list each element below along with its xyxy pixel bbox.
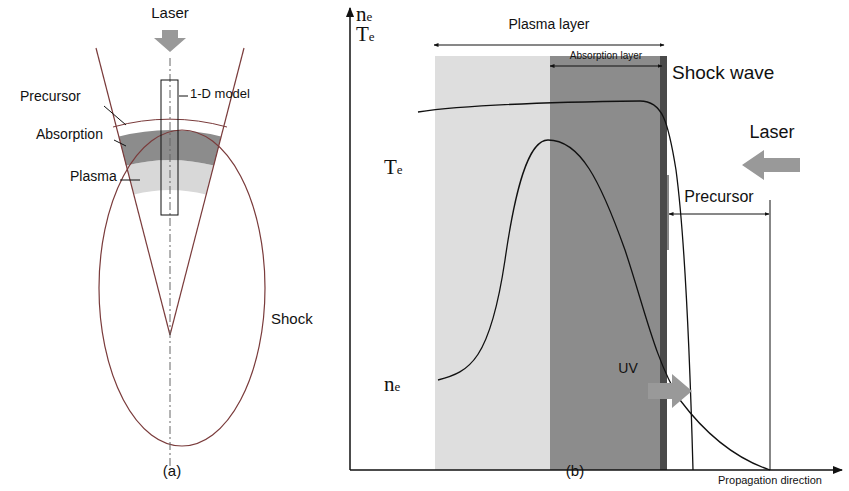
panel-a-art — [96, 30, 265, 470]
panel-label: (b) — [566, 462, 584, 479]
laser-arrow — [154, 30, 186, 52]
bracket-line — [668, 175, 669, 250]
span-label: Precursor — [684, 188, 753, 206]
part-label: Absorption — [36, 126, 103, 142]
part-label: Shock — [271, 310, 313, 327]
beam-label: Laser — [749, 122, 794, 143]
axis-line — [170, 58, 171, 470]
part-label: Shock wave — [672, 62, 774, 84]
span-label: Absorption layer — [570, 50, 642, 62]
beam-cone — [96, 48, 170, 335]
leader-line — [120, 180, 140, 181]
y-axis — [349, 8, 351, 470]
absorption-region — [550, 56, 660, 470]
span-label: Plasma layer — [509, 16, 590, 32]
panel-label: (a) — [163, 462, 181, 479]
ne-curve — [438, 140, 770, 470]
bracket-line — [770, 200, 771, 470]
beam-label: Laser — [151, 4, 189, 21]
axis-label: Propagation direction — [718, 474, 822, 487]
model-box — [161, 80, 178, 215]
part-label: Plasma — [70, 168, 117, 184]
te-curve — [418, 101, 693, 470]
leader-line — [104, 106, 126, 125]
panel-b-art — [350, 8, 842, 470]
span-arrow — [550, 66, 662, 67]
laser-arrow — [742, 150, 800, 180]
radiation-label: UV — [618, 360, 637, 376]
plasma-region — [435, 56, 550, 470]
leader-line — [179, 96, 188, 97]
span-arrow — [669, 214, 769, 215]
leader-line — [114, 140, 126, 146]
curve-label: ne — [384, 372, 400, 396]
span-arrow — [434, 45, 664, 46]
axis-label: Te — [356, 22, 375, 46]
uv-arrow — [648, 374, 692, 408]
curve-label: Te — [384, 155, 403, 179]
part-label: 1-D model — [190, 87, 250, 102]
part-label: Precursor — [20, 88, 81, 104]
